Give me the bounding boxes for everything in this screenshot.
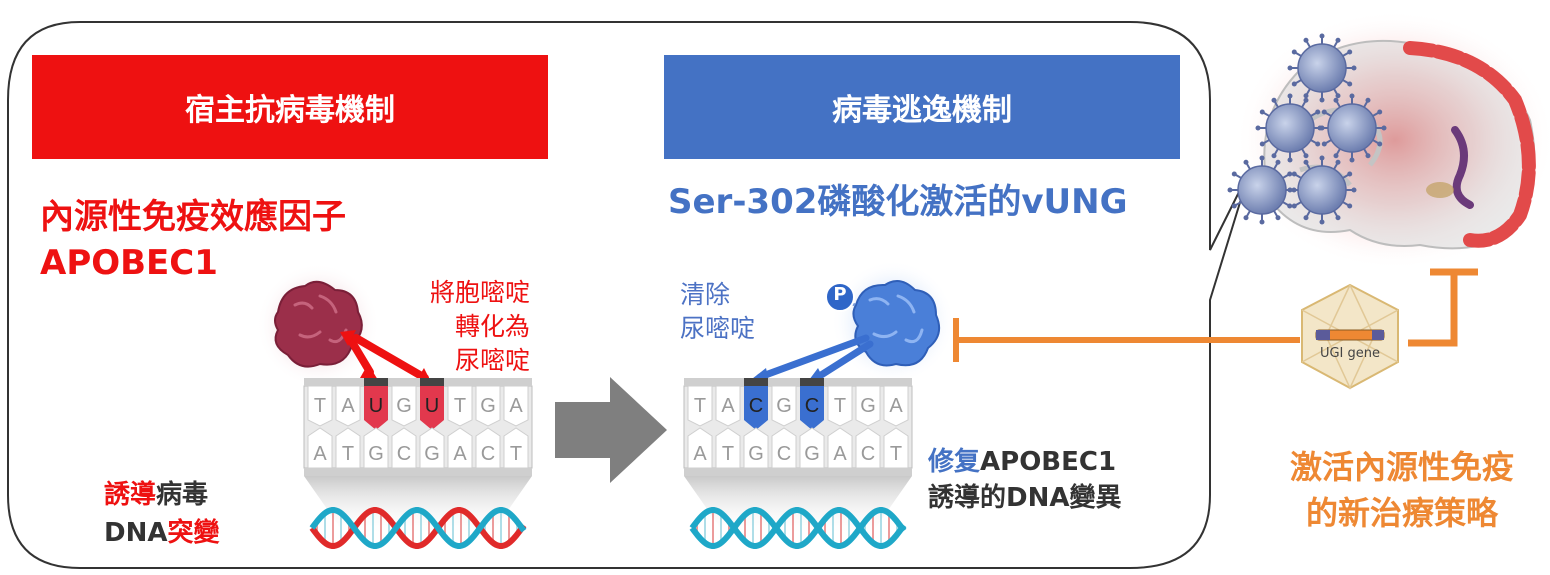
dna-bottom-base: C	[861, 443, 875, 465]
dna-bottom-base: G	[748, 443, 764, 465]
dna-top-base: U	[369, 395, 383, 417]
mutation-virus: 病毒	[156, 480, 209, 510]
mutation-mutate: 突變	[167, 518, 220, 548]
virus-banner-title: 病毒逃逸機制	[832, 93, 1012, 128]
virus-banner-bg	[664, 55, 1180, 159]
host-banner-bg	[32, 55, 548, 159]
dna-top-base: C	[749, 395, 763, 417]
transition-arrow	[555, 377, 667, 483]
host-factor-line2: APOBEC1	[40, 243, 218, 283]
dna-top-base: G	[776, 395, 792, 417]
ugi-capsid	[1301, 283, 1399, 390]
dna-bottom-base: G	[804, 443, 820, 465]
dna-bottom-base: T	[510, 443, 522, 465]
dna-bottom-base: A	[453, 443, 467, 465]
dna-top-base: T	[314, 395, 326, 417]
conversion-label: 將胞嘧啶 轉化為 尿嘧啶	[380, 276, 530, 378]
clear-uracil-label: 清除 尿嘧啶	[680, 278, 755, 346]
dna-bottom-base: A	[693, 443, 707, 465]
dna-top-base: G	[480, 395, 496, 417]
dna-bottom-base: T	[342, 443, 354, 465]
repair-label: 修复APOBEC1 誘導的DNA變異	[928, 444, 1121, 516]
highlighted-base-marker	[800, 386, 824, 430]
dna-bottom-base: A	[833, 443, 847, 465]
host-factor-label: 內源性免疫效應因子 APOBEC1	[40, 194, 346, 286]
conversion-line1: 將胞嘧啶	[429, 278, 530, 307]
clear-line2: 尿嘧啶	[680, 314, 756, 343]
conversion-line2: 轉化為	[454, 312, 530, 341]
ugi-gene-label: UGI gene	[1319, 346, 1381, 361]
phospho-label: P	[833, 284, 847, 305]
dna-bottom-base: G	[368, 443, 384, 465]
dna-top-base: T	[834, 395, 846, 417]
dna-top-base: U	[425, 395, 439, 417]
inhibition-line	[953, 318, 1300, 362]
host-banner-title: 宿主抗病毒機制	[185, 93, 395, 128]
virus-particle	[1227, 155, 1297, 225]
therapy-line2: 的新治療策略	[1305, 494, 1498, 532]
repair-word: 修复	[928, 447, 981, 477]
dna-top-base: A	[889, 395, 903, 417]
virus-particle	[1287, 155, 1357, 225]
virus-particles	[1227, 33, 1387, 225]
dna-top-base: A	[341, 395, 355, 417]
vung-subtitle: Ser-302磷酸化激活的vUNG	[668, 182, 1128, 222]
dna-bottom-base: T	[722, 443, 734, 465]
virus-particle	[1287, 33, 1357, 103]
host-factor-line1: 內源性免疫效應因子	[40, 197, 346, 237]
dna-bottom-base: A	[313, 443, 327, 465]
dna-top-base: T	[454, 395, 466, 417]
dna-bottom-base: C	[397, 443, 411, 465]
dna-top-base: C	[805, 395, 819, 417]
highlighted-base-marker	[744, 386, 768, 430]
dna-bottom-base: T	[890, 443, 902, 465]
repair-apobec: APOBEC1	[980, 447, 1117, 477]
highlighted-base-marker	[364, 386, 388, 430]
dna-bottom-base: G	[424, 443, 440, 465]
conversion-line3: 尿嘧啶	[454, 346, 530, 375]
mutation-label: 誘導病毒 DNA突變	[104, 476, 219, 552]
therapy-strategy-label: 激活內源性免疫 的新治療策略	[1262, 444, 1542, 536]
virus-particle	[1255, 93, 1325, 163]
repair-line2: 誘導的DNA變異	[928, 483, 1122, 513]
dna-bottom-base: C	[777, 443, 791, 465]
dna-top-base: A	[509, 395, 523, 417]
therapy-line1: 激活內源性免疫	[1289, 448, 1514, 486]
clear-line1: 清除	[680, 280, 731, 309]
dna-bottom-base: C	[481, 443, 495, 465]
repair-arrows	[756, 334, 874, 381]
dna-top-base: T	[694, 395, 706, 417]
dna-top-base: G	[860, 395, 876, 417]
highlighted-base-marker	[420, 386, 444, 430]
mutation-dna: DNA	[104, 518, 168, 548]
mutation-induce: 誘導	[104, 480, 157, 510]
virus-particle	[1317, 93, 1387, 163]
brain-inhibition	[1408, 268, 1478, 347]
dna-top-base: A	[721, 395, 735, 417]
dna-top-base: G	[396, 395, 412, 417]
